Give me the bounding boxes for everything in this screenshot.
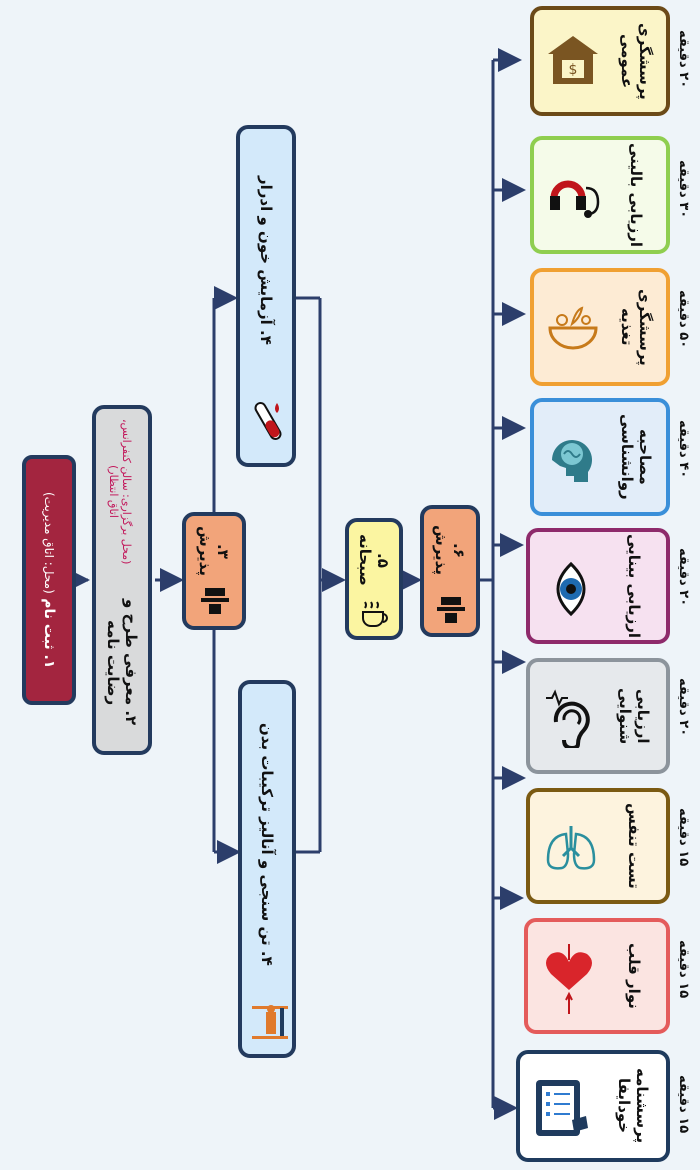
station-title: ارزیابی بینایی: [625, 533, 643, 639]
step-reception-2-title: ۶. پذیرش: [432, 525, 468, 575]
stethoscope-icon: [550, 180, 600, 218]
reception-desk-icon: [201, 588, 229, 614]
station-duration: ۳۰ دقیقه: [676, 160, 691, 219]
eye-icon: [556, 561, 586, 617]
step-reception-1: ۳. پذیرش: [182, 512, 246, 630]
lungs-icon: [546, 826, 596, 870]
house-money-icon: $: [548, 36, 598, 84]
step-reception-1-title: ۳. پذیرش: [196, 526, 232, 576]
svg-text:$: $: [569, 62, 578, 78]
height-scale-icon: [252, 1005, 288, 1039]
step-intro-note: (محل برگزاری: سالن کنفرانس، اتاق انتظار): [107, 418, 133, 565]
step-anthropometry-title: ۴. تن سنجی و آنالیز ترکیبات بدن: [258, 722, 276, 966]
station-duration: ۲۰ دقیقه: [676, 548, 691, 607]
station-nutrition: پرسشگری تغذیه: [530, 268, 670, 386]
station-title: مصاحبه روانشناسی: [618, 414, 654, 500]
tablet-checklist-icon: [536, 1080, 588, 1136]
step-intro-consent: ۲. معرفی طرح و رضایت نامه (محل برگزاری: …: [92, 405, 152, 755]
step-anthropometry: ۴. تن سنجی و آنالیز ترکیبات بدن: [238, 680, 296, 1058]
step-intro-title: ۲. معرفی طرح و رضایت نامه: [104, 599, 140, 726]
step-registration: ۱. ثبت نام (محل: اتاق مدیریت): [22, 455, 76, 705]
station-duration: ۱۵ دقیقه: [676, 940, 691, 999]
station-title: تست تنفس: [625, 803, 643, 889]
station-self-questionnaire: پرسشنامه خودایفا: [516, 1050, 670, 1162]
station-duration: ۵۰ دقیقه: [676, 290, 691, 349]
station-title: پرسشگری عمومی: [618, 22, 654, 100]
station-title: پرسشنامه خودایفا: [615, 1068, 651, 1144]
station-psych-interview: مصاحبه روانشناسی: [530, 398, 670, 516]
reception-desk-icon: [437, 597, 465, 623]
station-ecg: نوار قلب: [524, 918, 670, 1034]
station-general-questionnaire: پرسشگری عمومی $: [530, 6, 670, 116]
station-duration: ۱۵ دقیقه: [676, 1075, 691, 1134]
step-registration-title: ۱. ثبت نام: [41, 598, 57, 669]
test-tube-icon: [254, 402, 282, 440]
station-duration: ۴۰ دقیقه: [676, 420, 691, 479]
brain-head-icon: [552, 440, 592, 482]
station-duration: ۲۰ دقیقه: [676, 678, 691, 737]
station-title: ارزیابی بالینی: [627, 142, 645, 248]
station-breath-test: تست تنفس: [526, 788, 670, 904]
ear-icon: [546, 689, 590, 748]
step-blood-urine-test: ۴. آزمایش خون و ادرار: [236, 125, 296, 467]
station-duration: ۲۰ دقیقه: [676, 30, 691, 89]
station-vision: ارزیابی بینایی: [526, 528, 670, 644]
station-title: پرسشگری تغذیه: [618, 288, 654, 366]
coffee-cup-icon: [362, 601, 388, 627]
step-registration-note: (محل: اتاق مدیریت): [42, 491, 56, 594]
station-title: نوار قلب: [625, 943, 643, 1009]
station-clinical-assessment: ارزیابی بالینی: [530, 136, 670, 254]
step-blood-urine-title: ۴. آزمایش خون و ادرار: [257, 175, 275, 345]
step-breakfast-title: ۵. صبحانه: [356, 534, 392, 586]
station-title: ارزیابی شنوایی: [616, 687, 652, 745]
food-bowl-icon: [548, 306, 598, 350]
heart-ecg-icon: [546, 944, 592, 1014]
step-breakfast: ۵. صبحانه: [345, 518, 403, 640]
step-reception-2: ۶. پذیرش: [420, 505, 480, 637]
station-hearing: ارزیابی شنوایی: [526, 658, 670, 774]
station-duration: ۱۵ دقیقه: [676, 808, 691, 867]
